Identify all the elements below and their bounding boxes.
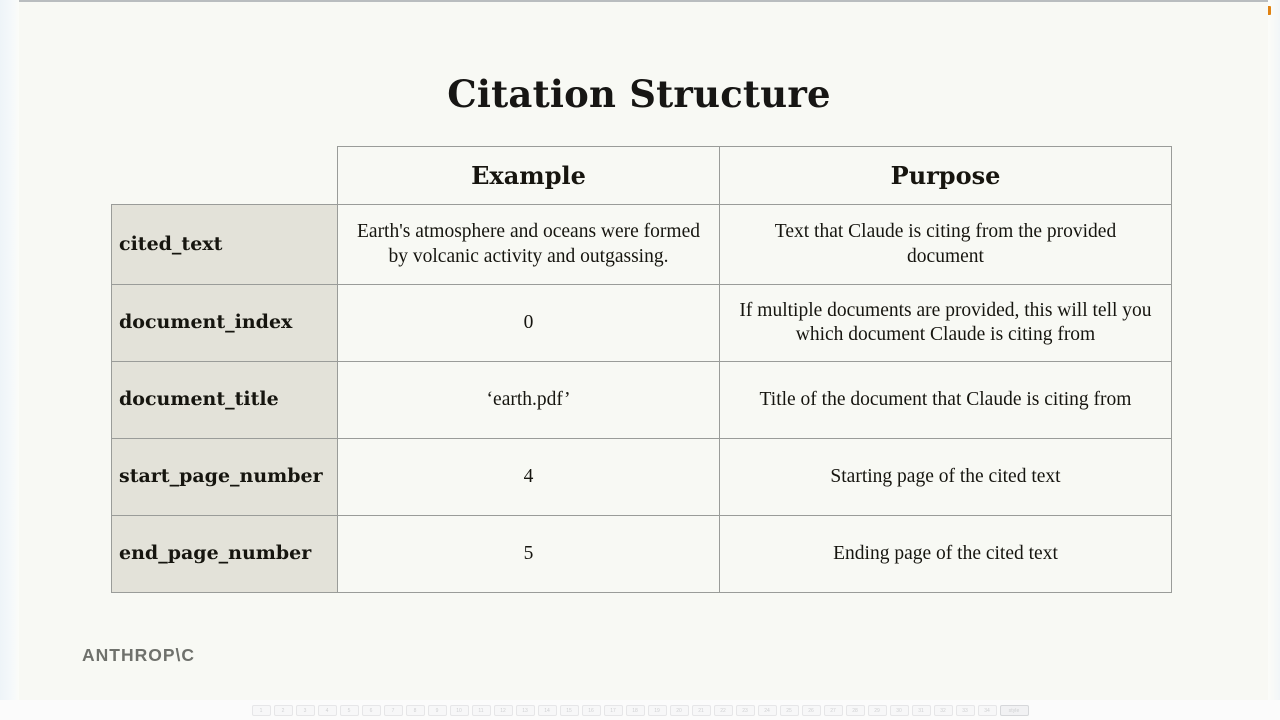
example-value-document-index: 0 — [337, 284, 720, 362]
purpose-text-start-page-number: Starting page of the cited text — [719, 438, 1172, 516]
slide-thumbnail-1[interactable]: 1 — [251, 704, 271, 716]
slide-thumbnail-27[interactable]: 27 — [823, 704, 843, 716]
slide-thumbnail-31[interactable]: 31 — [911, 704, 931, 716]
example-value-start-page-number: 4 — [337, 438, 720, 516]
slide-thumbnail-34[interactable]: 34 — [977, 704, 997, 716]
slide-thumbnail-style[interactable]: style — [999, 704, 1029, 716]
slide-thumbnail-21[interactable]: 21 — [691, 704, 711, 716]
slide-thumbnail-24[interactable]: 24 — [757, 704, 777, 716]
column-header-purpose: Purpose — [719, 146, 1172, 205]
slide-thumbnail-13[interactable]: 13 — [515, 704, 535, 716]
slide-thumbnail-26[interactable]: 26 — [801, 704, 821, 716]
slide-thumbnail-16[interactable]: 16 — [581, 704, 601, 716]
slide-thumbnail-7[interactable]: 7 — [383, 704, 403, 716]
field-name-start-page-number: start_page_number — [111, 438, 338, 516]
example-value-document-title: ‘earth.pdf’ — [337, 361, 720, 439]
slide-canvas: Citation Structure Example Purpose — [19, 2, 1268, 700]
field-name-document-title: document_title — [111, 361, 338, 439]
purpose-text-cited-text: Text that Claude is citing from the prov… — [719, 204, 1172, 285]
column-header-field — [112, 147, 338, 205]
field-name-document-index: document_index — [111, 284, 338, 362]
citation-structure-table: Example Purpose cited_text Earth's atmos… — [111, 146, 1172, 593]
field-name-end-page-number: end_page_number — [111, 515, 338, 593]
purpose-text-document-title: Title of the document that Claude is cit… — [719, 361, 1172, 439]
slide-thumbnail-12[interactable]: 12 — [493, 704, 513, 716]
table-row: document_index 0 If multiple documents a… — [111, 284, 1172, 362]
slide-thumbnail-9[interactable]: 9 — [427, 704, 447, 716]
left-gutter — [0, 0, 19, 700]
table-header-row: Example Purpose — [112, 146, 1172, 205]
slide-thumbnail-33[interactable]: 33 — [955, 704, 975, 716]
slide-thumbnail-11[interactable]: 11 — [471, 704, 491, 716]
slide-thumbnail-30[interactable]: 30 — [889, 704, 909, 716]
slide-thumbnail-18[interactable]: 18 — [625, 704, 645, 716]
slide-thumbnail-15[interactable]: 15 — [559, 704, 579, 716]
slide-thumbnail-32[interactable]: 32 — [933, 704, 953, 716]
purpose-text-end-page-number: Ending page of the cited text — [719, 515, 1172, 593]
field-name-cited-text: cited_text — [111, 204, 338, 285]
slide-thumbnail-19[interactable]: 19 — [647, 704, 667, 716]
slide-thumbnail-23[interactable]: 23 — [735, 704, 755, 716]
table-row: end_page_number 5 Ending page of the cit… — [111, 515, 1172, 593]
purpose-text-document-index: If multiple documents are provided, this… — [719, 284, 1172, 362]
slide-thumbnail-10[interactable]: 10 — [449, 704, 469, 716]
table-row: start_page_number 4 Starting page of the… — [111, 438, 1172, 516]
example-value-end-page-number: 5 — [337, 515, 720, 593]
table-row: cited_text Earth's atmosphere and oceans… — [111, 204, 1172, 285]
table-row: document_title ‘earth.pdf’ Title of the … — [111, 361, 1172, 439]
slide-thumbnail-6[interactable]: 6 — [361, 704, 381, 716]
anthropic-wordmark: ANTHROP\C — [82, 645, 196, 665]
slide-thumbnail-29[interactable]: 29 — [867, 704, 887, 716]
slide-thumbnail-20[interactable]: 20 — [669, 704, 689, 716]
top-divider — [0, 0, 1280, 2]
slide-thumbnail-3[interactable]: 3 — [295, 704, 315, 716]
slide-thumbnail-5[interactable]: 5 — [339, 704, 359, 716]
column-header-example: Example — [337, 146, 720, 205]
example-value-cited-text: Earth's atmosphere and oceans were forme… — [337, 204, 720, 285]
slide-thumbnail-17[interactable]: 17 — [603, 704, 623, 716]
page-title: Citation Structure — [447, 72, 831, 116]
slide-thumbnail-4[interactable]: 4 — [317, 704, 337, 716]
slide-thumbnail-2[interactable]: 2 — [273, 704, 293, 716]
slide-thumbnail-25[interactable]: 25 — [779, 704, 799, 716]
slide-thumbnail-28[interactable]: 28 — [845, 704, 865, 716]
right-gutter — [1268, 0, 1280, 700]
slide-thumbnail-22[interactable]: 22 — [713, 704, 733, 716]
slide-thumbnail-14[interactable]: 14 — [537, 704, 557, 716]
slide-thumbnail-8[interactable]: 8 — [405, 704, 425, 716]
